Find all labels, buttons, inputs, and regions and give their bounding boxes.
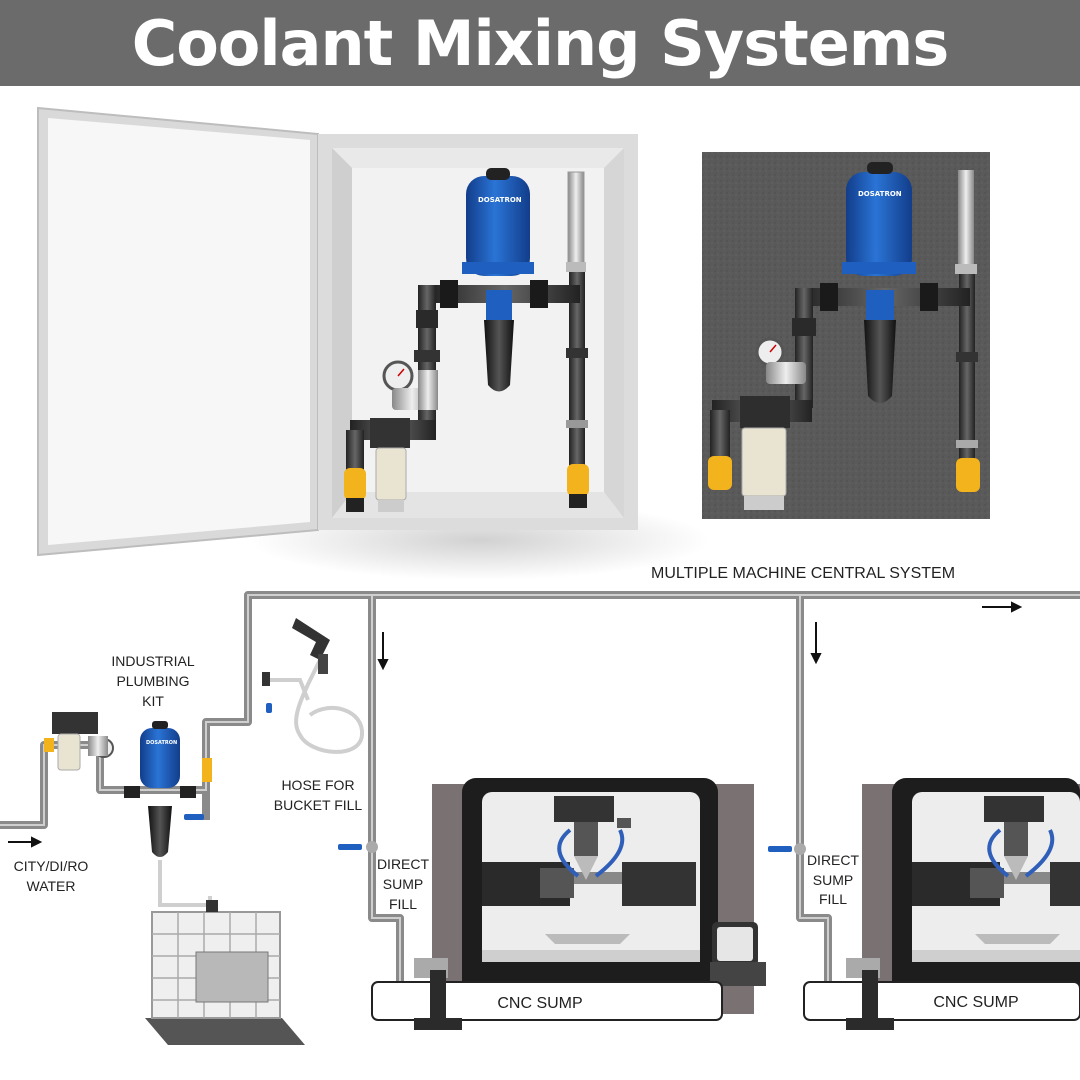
hose-label: HOSE FOR BUCKET FILL [274, 777, 363, 813]
cabinet-dosatron-assembly: DOSATRON [344, 168, 589, 512]
cnc-sump-label-1: CNC SUMP [497, 995, 582, 1012]
label-line: DIRECT [377, 856, 430, 872]
flow-arrows [8, 601, 1023, 848]
dosatron-pump-icon [466, 176, 530, 276]
direct-sump-fill-label-2: DIRECT SUMP FILL [807, 852, 860, 907]
fill-nozzle-icon [292, 618, 330, 674]
direct-sump-fill-label-1: DIRECT SUMP FILL [377, 856, 430, 912]
brand-label: DOSATRON [858, 190, 902, 198]
title-banner: Coolant Mixing Systems [0, 0, 1080, 86]
cnc-machine-1 [371, 778, 766, 1030]
label-line: CITY/DI/RO [14, 858, 89, 874]
valve-icon [567, 464, 589, 496]
page-title: Coolant Mixing Systems [131, 6, 950, 80]
plumbing-kit-label: INDUSTRIAL PLUMBING KIT [111, 653, 194, 709]
label-line: INDUSTRIAL [111, 653, 194, 669]
label-line: BUCKET FILL [274, 797, 363, 813]
label-line: SUMP [383, 876, 423, 892]
dosatron-pump-icon [846, 172, 912, 276]
brand-label: DOSATRON [478, 196, 522, 204]
brand-label: DOSATRON [146, 740, 177, 746]
dark-panel-assembly: DOSATRON [702, 152, 990, 519]
cabinet [37, 106, 710, 580]
label-line: FILL [389, 896, 417, 912]
label-line: FILL [819, 891, 847, 907]
central-system-label: MULTIPLE MACHINE CENTRAL SYSTEM [651, 565, 955, 582]
central-piping-highlight [0, 594, 1080, 985]
valve-icon [344, 468, 366, 500]
valve-icon [708, 456, 732, 490]
label-line: SUMP [813, 872, 853, 888]
dosatron-pump-icon [140, 728, 180, 788]
blue-valves [184, 703, 806, 855]
cnc-sump-label-2: CNC SUMP [933, 994, 1018, 1011]
ibc-tote [145, 900, 305, 1045]
cnc-machine-2 [803, 778, 1080, 1030]
water-label: CITY/DI/RO WATER [14, 858, 89, 894]
plumbing-kit: DOSATRON [44, 672, 270, 857]
label-line: PLUMBING [116, 673, 189, 689]
label-line: WATER [27, 878, 76, 894]
label-line: HOSE FOR [281, 777, 354, 793]
valve-icon [956, 458, 980, 492]
cnc-sump-1 [371, 981, 723, 1021]
label-line: DIRECT [807, 852, 860, 868]
label-line: KIT [142, 693, 164, 709]
